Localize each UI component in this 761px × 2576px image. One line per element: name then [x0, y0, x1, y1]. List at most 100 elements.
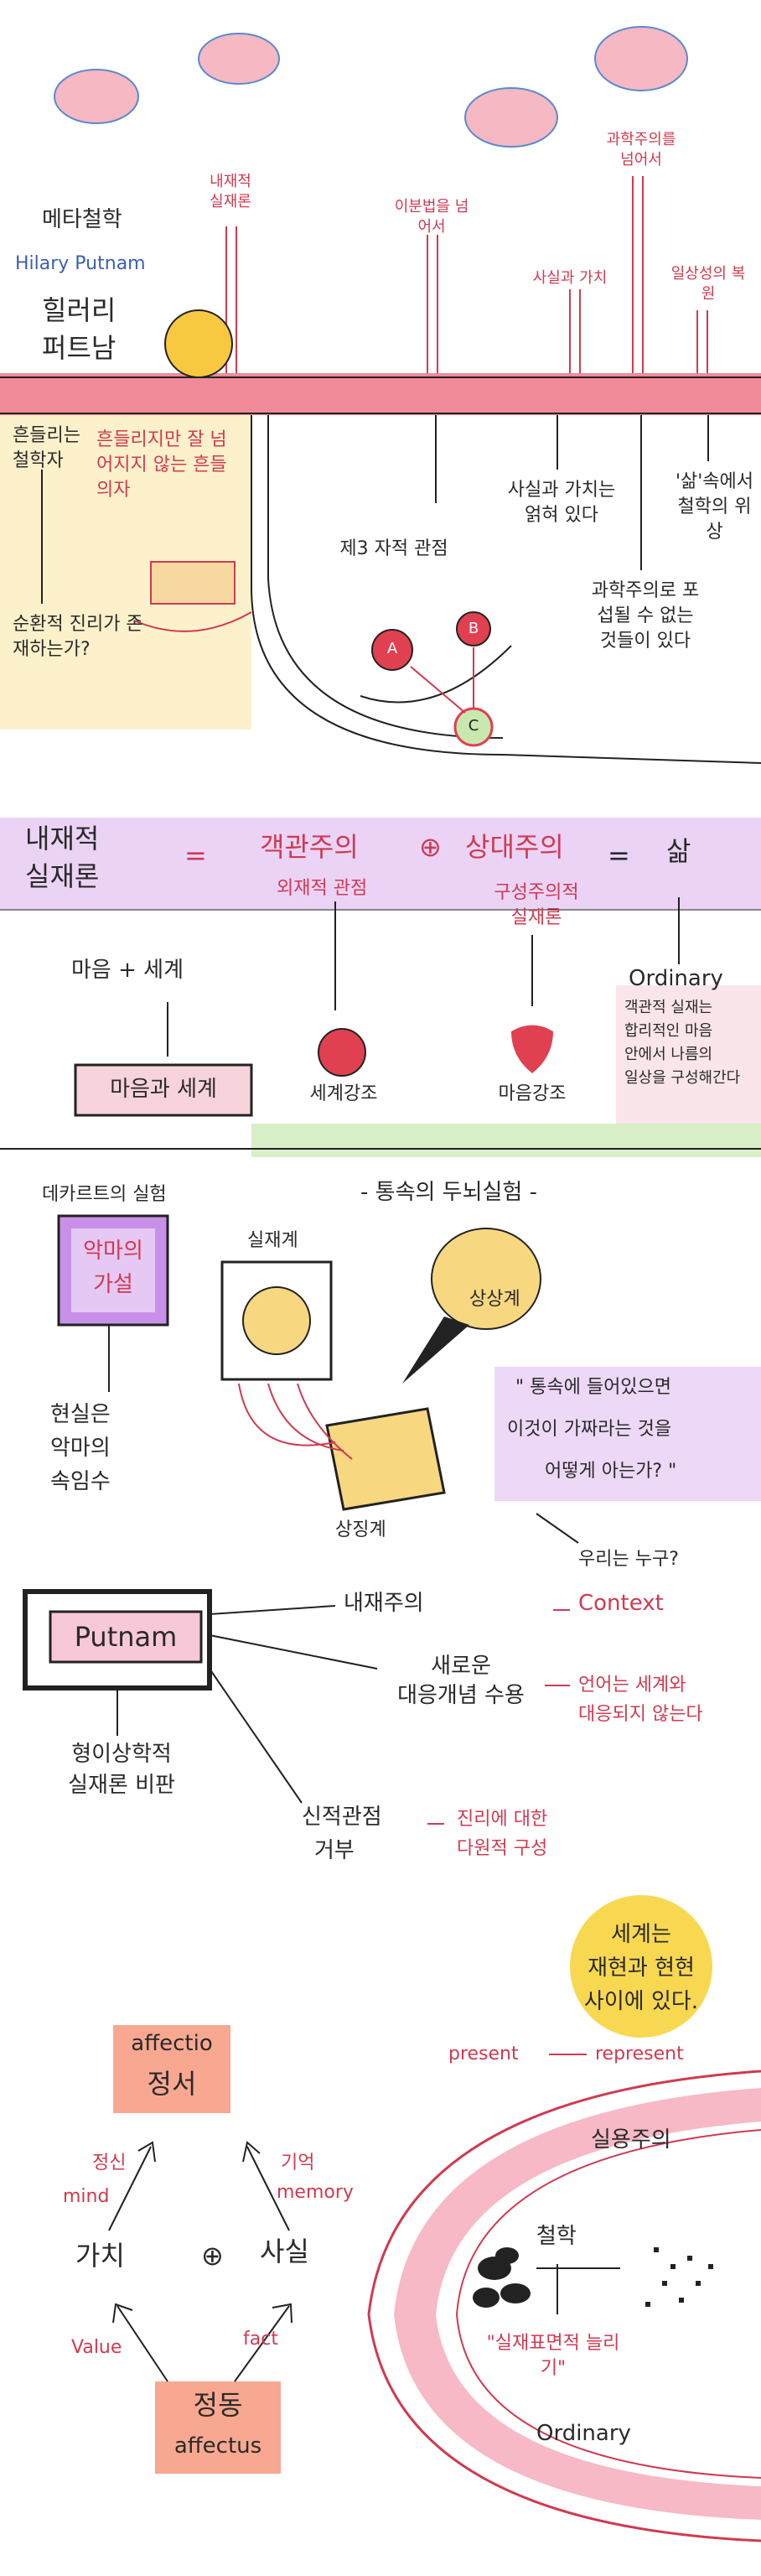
critique-1: 형이상학적	[71, 1742, 172, 1767]
mind-world-box-label: 마음과 세계	[110, 1077, 217, 1102]
note-philosophy-in-life: '삶'속에서 철학의 위상	[675, 471, 754, 543]
demon-hypothesis-2: 가설	[93, 1272, 133, 1297]
plus-symbol: ⊕	[201, 2240, 224, 2272]
note-beyond-scientism: 과학주의로 포섭될 수 없는 것들이 있다	[591, 580, 700, 652]
quote-line3: 어떻게 아는가? "	[545, 1461, 677, 1482]
chair-icon	[150, 561, 236, 605]
fact-en-label: fact	[243, 2329, 278, 2350]
memory-en-label: memory	[277, 2182, 354, 2203]
ordinary-text-2: 합리적인 마음	[624, 1022, 713, 1040]
who-are-we: 우리는 누구?	[578, 1549, 679, 1570]
pillar-label-ordinary-restoration: 일상성의 복원	[670, 265, 746, 303]
meta-philosophy-title: 메타철학	[42, 207, 122, 232]
note-third-person-view: 제3 자적 관점	[339, 538, 448, 559]
god-view-1: 신적관점	[302, 1805, 382, 1830]
note-circular-truth: 순환적 진리가 존재하는가?	[13, 614, 143, 660]
mind-emphasis-label: 마음강조	[498, 1083, 567, 1104]
note-rocking-chair: 흔들리지만 잘 넘어지지 않는 흔들의자	[96, 429, 227, 501]
ordinary-text-1: 객관적 실재는	[624, 999, 713, 1016]
ordinary-title: Ordinary	[629, 966, 723, 991]
note-shaky-philosopher: 흔들리는 철학자	[13, 425, 80, 471]
sun-text-2: 재현과 현현	[588, 1955, 695, 1981]
real-world-label: 실재계	[247, 1230, 298, 1251]
objectivism-label: 객관주의	[260, 831, 359, 863]
imagined-world-label: 상상계	[469, 1289, 520, 1310]
pillar-label-fact-value: 사실과 가치	[532, 269, 608, 287]
reality-is-1: 현실은	[50, 1402, 111, 1427]
external-view-label: 외재적 관점	[277, 878, 368, 899]
fact-ko-label: 사실	[260, 2236, 309, 2267]
constructivist-line2: 실재론	[510, 907, 562, 928]
mind-en-label: mind	[63, 2186, 110, 2207]
new-concept-1: 새로운	[431, 1654, 491, 1679]
putnam-korean-line1: 힐러리	[42, 294, 116, 326]
symbolic-world-label: 상징계	[335, 1519, 386, 1540]
face-icon	[164, 309, 233, 378]
putnam-korean-line2: 퍼트남	[42, 332, 116, 364]
mind-world-box	[74, 1063, 253, 1117]
pillar-label-internal-realism: 내재적 실재론	[210, 173, 251, 210]
reality-is-2: 악마의	[50, 1436, 111, 1461]
equals-sign: =	[184, 839, 207, 871]
node-b	[456, 611, 491, 647]
reality-is-3: 속임수	[50, 1469, 111, 1494]
value-en-label: Value	[71, 2337, 122, 2358]
mind-ko-label: 정신	[92, 2153, 127, 2174]
pragmatism-label: 실용주의	[591, 2127, 671, 2153]
represent-label: represent	[595, 2044, 684, 2064]
world-globe-icon	[318, 1028, 366, 1077]
new-concept-2: 대응개념 수용	[397, 1683, 525, 1708]
affectio-label: affectio	[131, 2031, 213, 2056]
internal-realism-line1: 내재적	[25, 823, 100, 854]
sun-text-3: 사이에 있다.	[583, 1989, 699, 2014]
surface-label: "실재표면적 늘리기"	[486, 2333, 620, 2379]
ordinary-text-3: 안에서 나름의	[624, 1046, 713, 1063]
quote-line2: 이것이 가짜라는 것을	[507, 1419, 672, 1440]
passion-box	[155, 2381, 281, 2474]
putnam-box-label: Putnam	[74, 1621, 178, 1653]
cloud-icon	[54, 26, 688, 148]
pillar-label-beyond-dichotomy: 이분법을 넘어서	[394, 198, 469, 236]
putnam-english-name: Hilary Putnam	[15, 253, 146, 274]
passion-label: 정동	[193, 2389, 243, 2421]
relativism-label: 상대주의	[465, 831, 564, 863]
ordinary-text-4: 일상을 구성해간다	[624, 1069, 741, 1087]
heart-icon	[511, 1025, 553, 1073]
memory-ko-label: 기억	[281, 2153, 315, 2174]
note-fact-value-entangled: 사실과 가치는 얽혀 있다	[507, 480, 616, 526]
life-label: 삶	[666, 835, 691, 867]
demon-hypothesis-1: 악마의	[83, 1239, 143, 1264]
emotion-box	[113, 2025, 230, 2113]
formula-equals-2: =	[608, 839, 630, 871]
philosophy-label: 철학	[536, 2224, 577, 2249]
emotion-label: 정서	[147, 2068, 197, 2100]
language-2: 대응되지 않는다	[578, 1704, 703, 1725]
value-ko-label: 가치	[75, 2240, 125, 2272]
affectus-label: affectus	[173, 2433, 262, 2459]
language-1: 언어는 세계와	[578, 1675, 686, 1696]
world-emphasis-label: 세계강조	[309, 1083, 378, 1104]
sun-text-1: 세계는	[611, 1922, 671, 1947]
pillar-label-beyond-scientism: 과학주의를 넘어서	[606, 131, 676, 169]
sun-circle	[570, 1895, 712, 2038]
node-a-label: A	[386, 640, 398, 657]
constructivist-line1: 구성주의적	[494, 882, 579, 903]
ordinary-bottom-label: Ordinary	[536, 2421, 631, 2446]
truth-2: 다원적 구성	[457, 1838, 548, 1859]
mind-plus-world: 마음 + 세계	[71, 958, 184, 983]
critique-2: 실재론 비판	[68, 1773, 175, 1798]
symbolic-box	[325, 1407, 446, 1511]
god-view-2: 거부	[314, 1838, 355, 1863]
quote-line1: " 통속에 들어있으면	[515, 1377, 672, 1398]
formula-plus: ⊕	[419, 831, 442, 863]
node-c-label: C	[468, 717, 479, 735]
node-a	[371, 629, 413, 671]
brain-in-vat-title: - 통속의 두뇌실험 -	[360, 1180, 537, 1205]
thought-bubble	[431, 1228, 541, 1330]
descartes-caption: 데카르트의 실험	[42, 1184, 167, 1205]
pink-band	[0, 373, 761, 415]
internal-realism-line2: 실재론	[25, 860, 100, 892]
context-label: Context	[578, 1591, 664, 1616]
truth-1: 진리에 대한	[457, 1809, 548, 1830]
